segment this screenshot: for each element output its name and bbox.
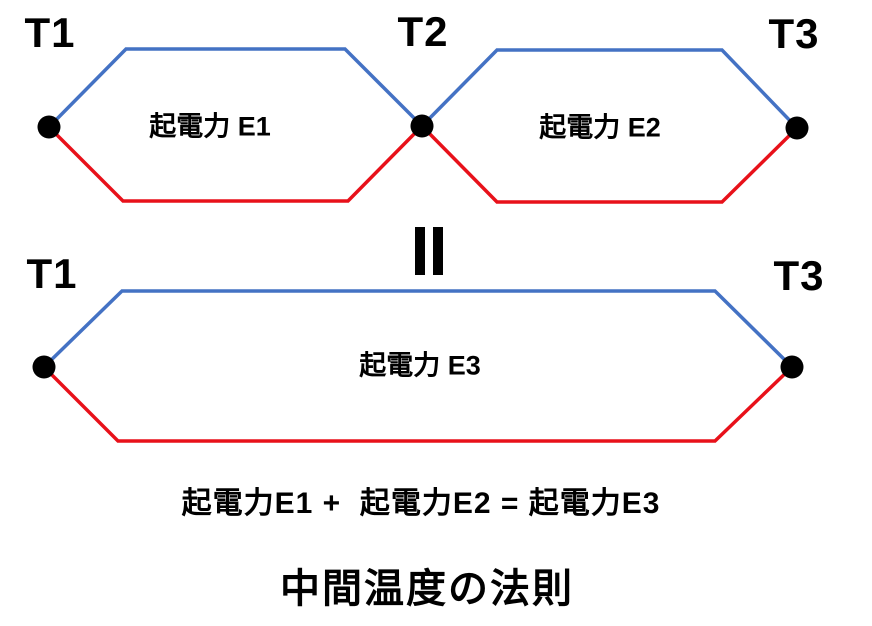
loop-e2-blue-wire bbox=[420, 48, 799, 130]
loop-e1-red-wire bbox=[47, 124, 424, 203]
loop-e3-red-wire bbox=[42, 365, 794, 443]
loop-e2-red-wire bbox=[420, 124, 799, 204]
emf-sum-formula: 起電力E1 + 起電力E2 = 起電力E3 bbox=[181, 487, 661, 520]
equivalence-bar-left bbox=[415, 227, 425, 275]
junction-label-t2-top: T2 bbox=[397, 8, 449, 55]
loop-e3-blue-wire bbox=[42, 289, 794, 369]
loop-e2-label: 起電力 E2 bbox=[539, 112, 661, 143]
equivalence-bar-right bbox=[433, 227, 443, 275]
junction-label-t1-bottom: T1 bbox=[26, 250, 78, 297]
junction-dot-t3-bottom bbox=[780, 355, 804, 379]
page-title: 中間温度の法則 bbox=[280, 567, 574, 611]
loop-e1-label: 起電力 E1 bbox=[149, 111, 271, 142]
junction-label-t3-top: T3 bbox=[768, 10, 820, 57]
equivalence-icon bbox=[415, 227, 443, 275]
junction-dot-t1-bottom bbox=[32, 355, 56, 379]
junction-dot-t2-top bbox=[410, 114, 434, 138]
junction-dot-t3-top bbox=[785, 116, 809, 140]
junction-label-t3-bottom: T3 bbox=[773, 252, 825, 299]
loop-e1-blue-wire bbox=[47, 47, 424, 129]
junction-dot-t1-top bbox=[37, 115, 61, 139]
loop-e3-label: 起電力 E3 bbox=[359, 350, 481, 381]
junction-label-t1-top: T1 bbox=[24, 9, 76, 56]
